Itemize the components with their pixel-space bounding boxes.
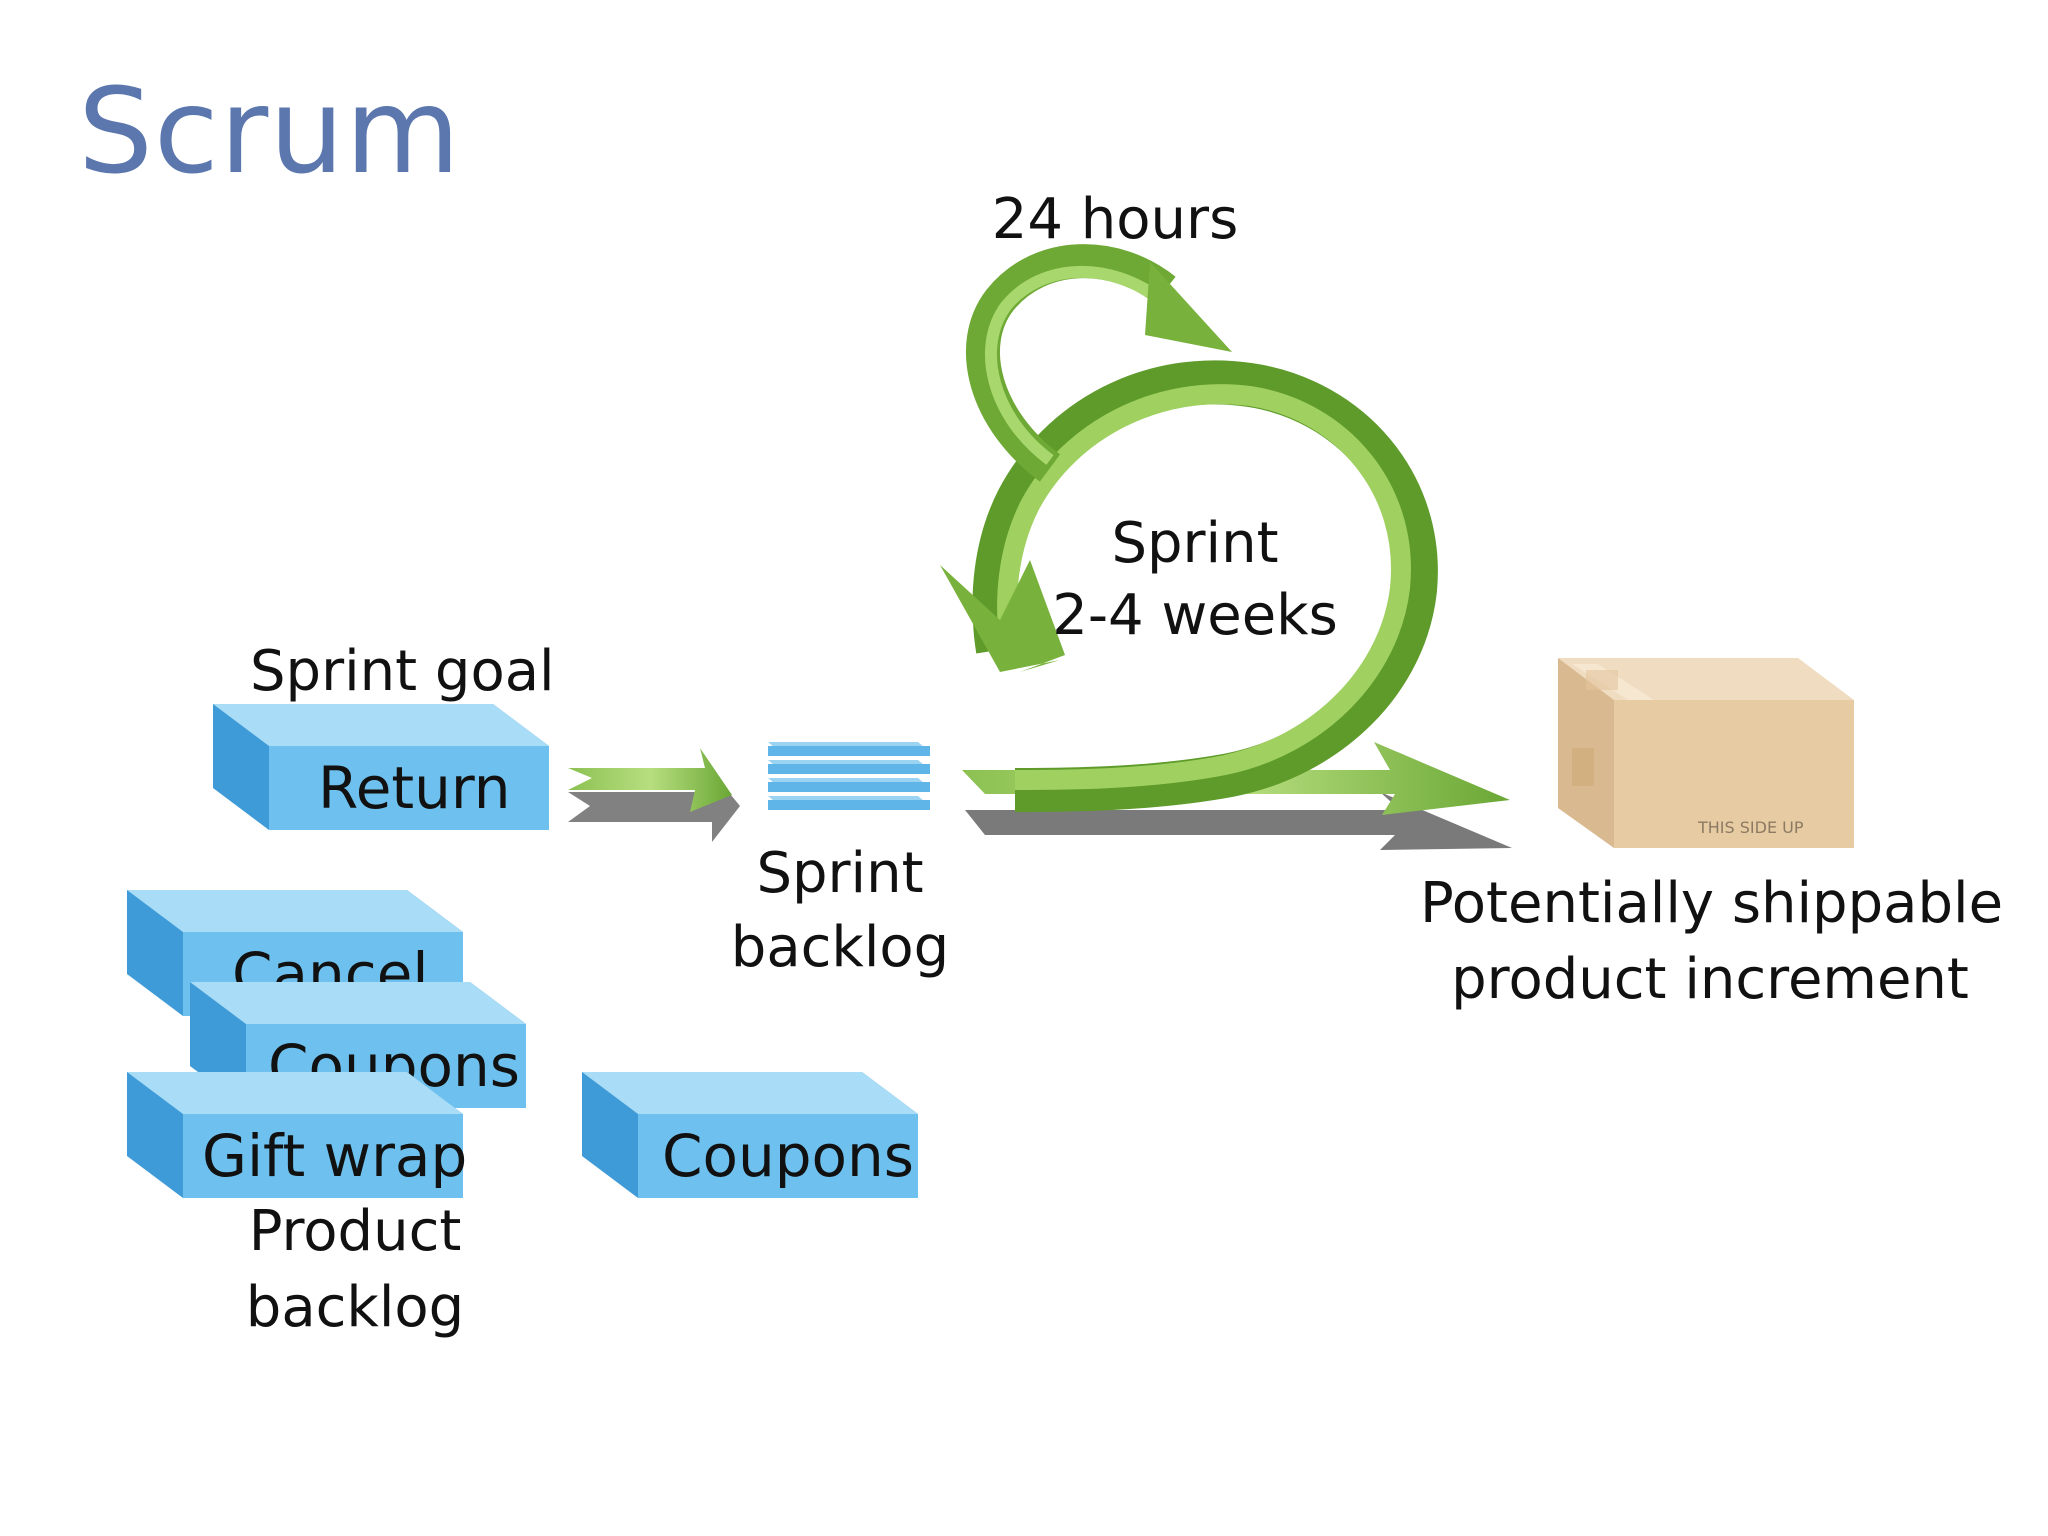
selected-item-coupons: Coupons (582, 1072, 918, 1198)
sprint-arrow-shadow (965, 792, 1512, 850)
backlog-item-label: Gift wrap (202, 1122, 468, 1190)
sprint-goal-label: Sprint goal (250, 639, 555, 704)
sprint-loop (940, 360, 1438, 812)
backlog-item-label: Return (318, 754, 511, 822)
increment-label-line2: product increment (1451, 947, 1969, 1012)
sprint-backlog-label-line2: backlog (730, 915, 950, 980)
product-backlog-label-line2: backlog (245, 1275, 465, 1340)
backlog-item-label: Coupons (662, 1122, 915, 1190)
handoff-arrow (568, 748, 740, 842)
package-stamp-text: THIS SIDE UP (1698, 818, 1804, 837)
backlog-item-gift-wrap: Gift wrap (127, 1072, 467, 1198)
product-backlog-label-line1: Product (248, 1199, 462, 1264)
sprint-duration-label: 2-4 weeks (1052, 583, 1338, 648)
backlog-item-return: Return (213, 704, 549, 830)
daily-cycle-label: 24 hours (991, 187, 1239, 252)
sprint-backlog-label-line1: Sprint (756, 841, 924, 906)
slide-title: Scrum (78, 62, 462, 200)
package-icon: THIS SIDE UP (1558, 658, 1854, 850)
daily-loop (965, 244, 1232, 482)
sprint-label: Sprint (1111, 511, 1279, 576)
sprint-backlog-stack (768, 742, 930, 810)
increment-label-line1: Potentially shippable (1420, 871, 2004, 936)
